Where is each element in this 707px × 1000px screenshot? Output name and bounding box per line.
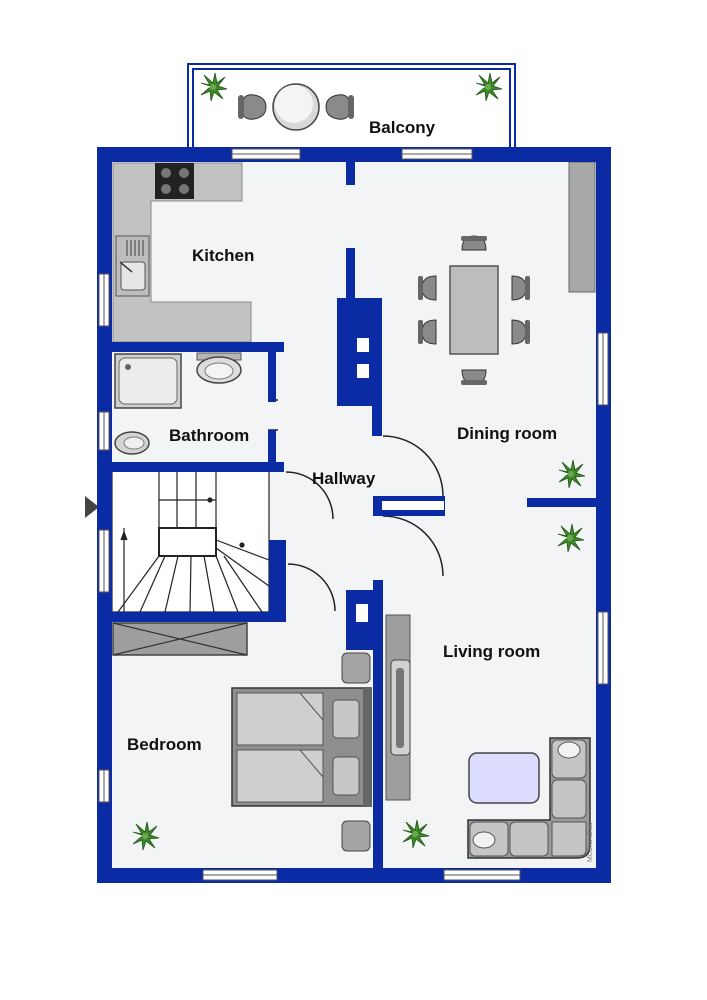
double-bed (231, 687, 372, 807)
wall-notch (357, 364, 369, 378)
chair-icon (511, 319, 530, 345)
chair-icon (461, 369, 487, 385)
plant-icon (200, 72, 228, 102)
wall-notch (356, 604, 368, 622)
room-label-balcony: Balcony (369, 118, 436, 137)
wall-notch (382, 501, 444, 510)
chair-icon (418, 319, 437, 345)
chair-icon (325, 94, 354, 120)
tv-cabinet (385, 614, 411, 801)
stove-icon (155, 163, 194, 199)
chair-icon (511, 275, 530, 301)
plant-icon (475, 72, 503, 102)
entrance-arrow-icon (85, 496, 99, 518)
chair-icon (238, 94, 267, 120)
room-label-dining: Dining room (457, 424, 557, 443)
wall-notch (357, 338, 369, 352)
door-swings (268, 399, 444, 612)
shower-icon (114, 353, 182, 409)
nightstand (341, 652, 371, 684)
dining-table-set (418, 235, 530, 385)
staircase (111, 469, 270, 613)
kitchen-sink-icon (115, 235, 150, 297)
plant-icon (557, 523, 585, 553)
chair-icon (461, 235, 487, 251)
toilet-icon (114, 431, 150, 455)
corner-sofa (467, 737, 591, 859)
room-label-bedroom: Bedroom (127, 735, 202, 754)
windows (98, 148, 609, 881)
chair-icon (418, 275, 437, 301)
room-label-kitchen: Kitchen (192, 246, 254, 265)
room-label-bathroom: Bathroom (169, 426, 249, 445)
sideboard (568, 161, 596, 293)
coffee-table (468, 752, 540, 804)
balcony-railing (187, 63, 516, 148)
room-label-hallway: Hallway (312, 469, 376, 488)
room-label-living: Living room (443, 642, 540, 661)
plant-icon (558, 459, 586, 489)
wardrobe (112, 622, 248, 656)
washbasin-icon (196, 352, 242, 384)
nightstand (341, 820, 371, 852)
balcony-table-set (238, 83, 354, 131)
plant-icon (132, 821, 160, 851)
plant-icon (402, 819, 430, 849)
door-opening (346, 185, 355, 248)
credit-text: McGrundriss (587, 822, 594, 862)
